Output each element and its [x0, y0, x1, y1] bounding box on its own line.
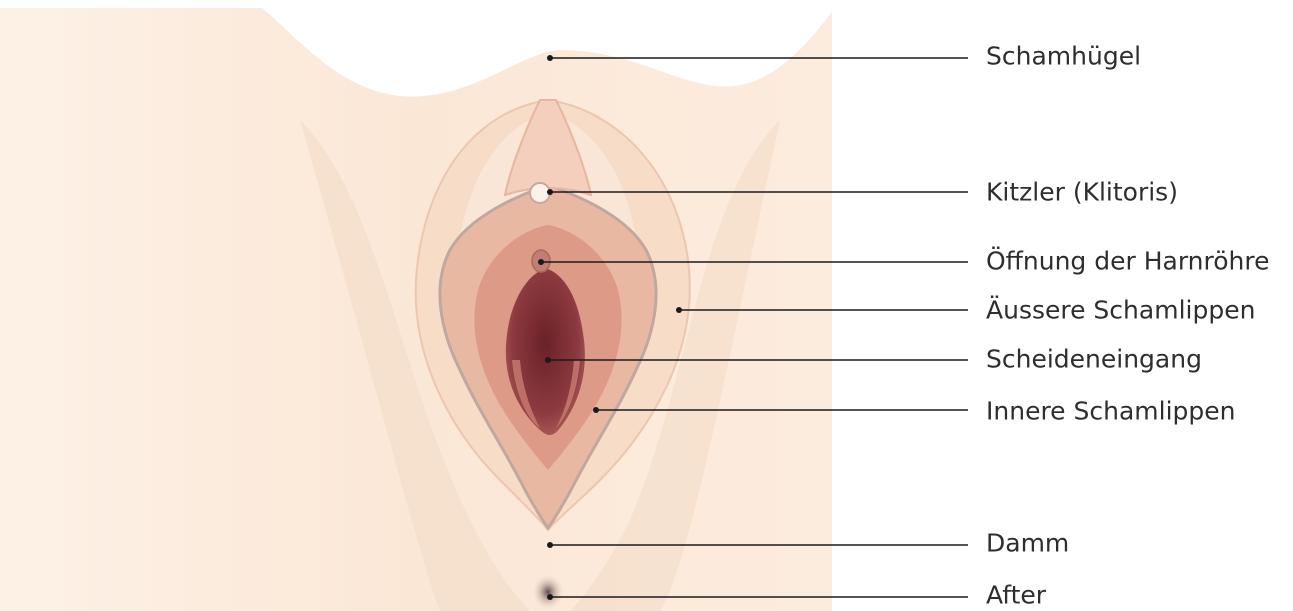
anchor-dot-perineum [547, 542, 553, 548]
label-mons: Schamhügel [986, 44, 1141, 69]
anchor-dot-urethra [538, 259, 544, 265]
label-vaginal-opening: Scheideneingang [986, 347, 1202, 372]
anchor-dot-mons [547, 55, 553, 61]
anus-shape [532, 574, 564, 610]
clitoris-shape [530, 183, 550, 203]
anchor-dot-clitoris [547, 189, 553, 195]
label-perineum: Damm [986, 531, 1069, 556]
label-anus: After [986, 583, 1046, 608]
anchor-dot-anus [547, 594, 553, 600]
anchor-dot-labia-majora [676, 307, 682, 313]
anchor-dot-vaginal-opening [545, 357, 551, 363]
label-labia-majora: Äussere Schamlippen [986, 298, 1255, 323]
label-labia-minora: Innere Schamlippen [986, 399, 1236, 424]
anchor-dot-labia-minora [593, 407, 599, 413]
label-urethra: Öffnung der Harnröhre [986, 249, 1270, 274]
label-clitoris: Kitzler (Klitoris) [986, 180, 1178, 205]
